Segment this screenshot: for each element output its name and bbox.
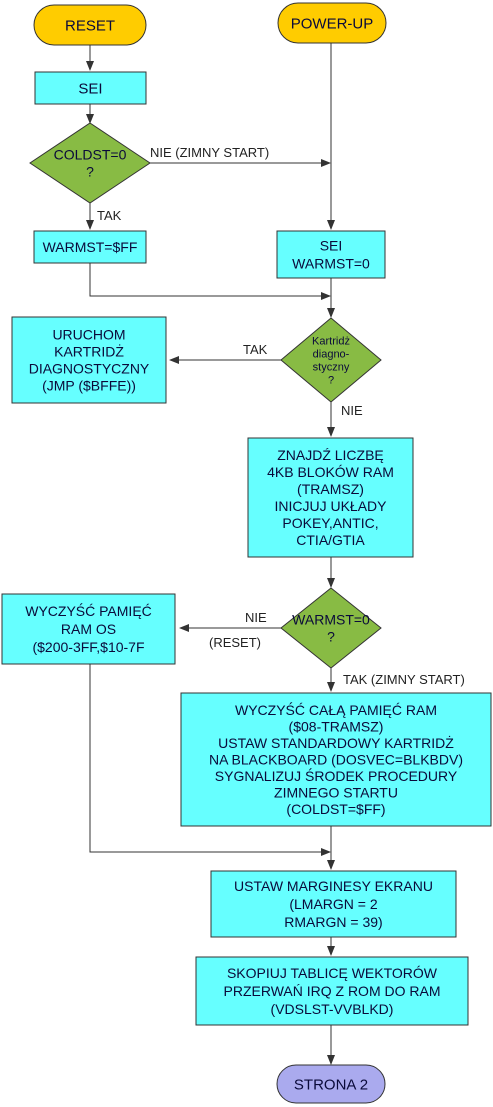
- terminal-page2-label: STRONA 2: [294, 1076, 368, 1093]
- process-clear-ram-line: ($08-TRAMSZ): [289, 718, 384, 734]
- process-sei: [34, 71, 147, 105]
- process-clear-os-ram-line: WYCZYŚĆ PAMIĘĆ: [25, 602, 152, 619]
- process-clear-os-ram-line: ($200-3FF,$10-7F: [32, 639, 144, 655]
- process-find-ram-line: ZNAJDŹ LICZBĘ: [277, 447, 384, 463]
- process-warmst-ff: [33, 230, 147, 264]
- label-coldst-yes: TAK: [97, 208, 122, 223]
- process-set-margins-line: (LMARGN = 2: [289, 896, 378, 912]
- connectors: [86, 43, 335, 1065]
- process-find-ram: [247, 437, 414, 558]
- process-sei-warmst0: [276, 230, 386, 279]
- label-cart-no: NIE: [341, 403, 363, 418]
- process-find-ram-line: CTIA/GTIA: [296, 532, 365, 548]
- process-clear-ram-line: SYGNALIZUJ ŚRODEK PROCEDURY: [215, 767, 458, 784]
- process-clear-ram-line: (COLDST=$FF): [286, 801, 385, 817]
- process-clear-ram-line: WYCZYŚĆ CAŁĄ PAMIĘĆ RAM: [235, 701, 437, 718]
- terminal-reset: [33, 4, 147, 46]
- label-warmst-reset: (RESET): [209, 635, 261, 650]
- process-find-ram-line: POKEY,ANTIC,: [282, 515, 378, 531]
- label-cart-yes: TAK: [243, 342, 268, 357]
- process-clear-ram-line: USTAW STANDARDOWY KARTRIDŻ: [218, 734, 454, 751]
- process-set-margins-label: USTAW MARGINESY EKRANU (LMARGN = 2 RMARGN …: [234, 878, 433, 930]
- process-copy-vectors-line: SKOPIUJ TABLICĘ WEKTORÓW: [227, 965, 438, 981]
- process-copy-vectors-label: SKOPIUJ TABLICĘ WEKTORÓW PRZERWAŃ IRQ Z R…: [224, 965, 441, 1017]
- process-clear-ram: [180, 692, 492, 827]
- terminal-power-up-label: POWER-UP: [291, 15, 374, 32]
- process-find-ram-line: (TRAMSZ): [297, 481, 364, 497]
- process-set-margins-line: USTAW MARGINESY EKRANU: [234, 878, 433, 894]
- terminal-page2-line: STRONA 2: [294, 1076, 368, 1093]
- process-find-ram-line: 4KB BLOKÓW RAM: [267, 464, 394, 480]
- decision-warmst-line: ?: [327, 628, 335, 644]
- decision-coldst-label: COLDST=0?: [54, 146, 127, 179]
- edge-clear-os-merge: [89, 664, 331, 856]
- process-clear-os-ram: [1, 593, 176, 665]
- decision-cartridge-line: diagno-: [313, 348, 350, 360]
- terminal-reset-label: RESET: [65, 17, 115, 34]
- edge-warmst-ff-merge: [89, 263, 331, 300]
- process-sei-warmst0-line: WARMST=0: [292, 255, 370, 271]
- process-sei-warmst0-label: SEI WARMST=0: [292, 237, 370, 271]
- terminal-power-up-line: POWER-UP: [291, 15, 374, 32]
- process-clear-os-ram-line: RAM OS: [61, 621, 116, 637]
- process-run-cartridge-line: (JMP ($BFFE)): [42, 377, 136, 393]
- process-clear-os-ram-label: WYCZYŚĆ PAMIĘĆ RAM OS ($200-3FF,$10-7F: [25, 602, 152, 655]
- process-copy-vectors-line: PRZERWAŃ IRQ Z ROM DO RAM: [224, 983, 441, 999]
- process-run-cartridge: [11, 316, 167, 404]
- process-set-margins: [210, 870, 457, 938]
- decision-cartridge-line: styczny: [313, 361, 350, 373]
- decision-warmst-line: WARMST=0: [292, 611, 370, 627]
- process-warmst-ff-line: WARMST=$FF: [43, 239, 138, 255]
- process-sei-warmst0-line: SEI: [320, 237, 343, 253]
- label-coldst-no: NIE (ZIMNY START): [150, 145, 269, 160]
- process-run-cartridge-line: KARTRIDŻ: [54, 342, 124, 359]
- terminal-power-up: [277, 2, 387, 44]
- decision-cartridge-line: Kartridż: [312, 335, 350, 347]
- process-clear-ram-line: NA BLACKBOARD (DOSVEC=BLKBDV): [209, 751, 463, 767]
- process-copy-vectors-line: (VDSLST-VVBLKD): [271, 1001, 394, 1017]
- process-sei-label: SEI: [78, 80, 102, 97]
- decision-coldst-line: COLDST=0: [54, 146, 127, 162]
- terminal-reset-line: RESET: [65, 17, 115, 34]
- decision-cartridge-line: ?: [328, 374, 334, 386]
- decision-warmst: [280, 587, 382, 669]
- process-sei-line: SEI: [78, 80, 102, 97]
- process-set-margins-line: RMARGN = 39): [284, 914, 382, 930]
- decision-cartridge: [280, 317, 382, 403]
- label-warmst-no: NIE: [245, 610, 267, 625]
- process-find-ram-line: INICJUJ UKŁADY: [274, 498, 387, 514]
- process-clear-ram-label: WYCZYŚĆ CAŁĄ PAMIĘĆ RAM($08-TRAMSZ)USTAW…: [209, 701, 463, 817]
- process-warmst-ff-label: WARMST=$FF: [43, 239, 138, 255]
- process-clear-ram-line: ZIMNEGO STARTU: [274, 784, 398, 800]
- decision-warmst-label: WARMST=0?: [292, 611, 370, 644]
- decision-coldst: [29, 122, 151, 204]
- process-run-cartridge-line: DIAGNOSTYCZNY: [29, 360, 150, 376]
- label-warmst-yes: TAK (ZIMNY START): [343, 672, 465, 687]
- process-copy-vectors: [195, 956, 469, 1026]
- process-run-cartridge-line: URUCHOM: [52, 326, 125, 342]
- terminal-page2: [276, 1064, 386, 1104]
- decision-coldst-line: ?: [86, 163, 94, 179]
